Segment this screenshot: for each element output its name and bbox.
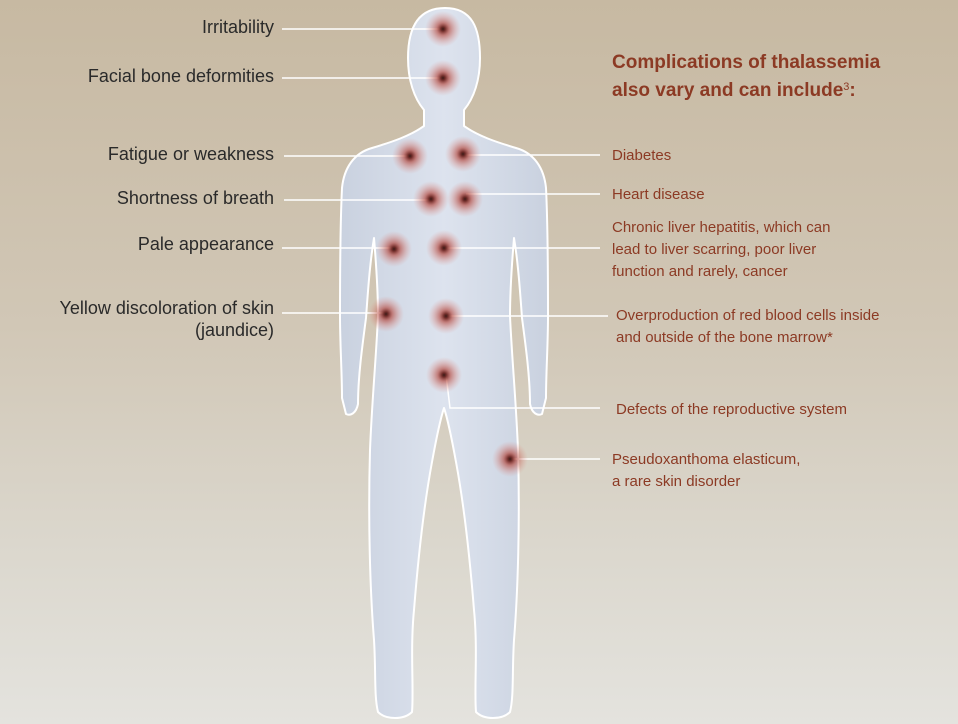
- spot-left-shoulder: [392, 138, 428, 174]
- complication-liver-line2: lead to liver scarring, poor liver: [612, 239, 816, 260]
- symptom-yellow-discoloration: Yellow discoloration of skin: [60, 297, 274, 319]
- spot-lung-left: [413, 181, 449, 217]
- complications-title-line2-text: also vary and can include: [612, 80, 843, 101]
- complications-title-line2: also vary and can include3:: [612, 75, 880, 103]
- symptom-irritability: Irritability: [202, 16, 274, 38]
- spot-arm-pale: [376, 231, 412, 267]
- spot-right-chest: [445, 136, 481, 172]
- complication-diabetes: Diabetes: [612, 145, 671, 166]
- spot-liver: [426, 230, 462, 266]
- title-colon: :: [849, 80, 855, 101]
- complication-pseudoxanthoma-line1: Pseudoxanthoma elasticum,: [612, 449, 800, 470]
- complication-marrow-line2: and outside of the bone marrow*: [616, 327, 833, 348]
- complication-liver-line1: Chronic liver hepatitis, which can: [612, 217, 830, 238]
- spot-face: [425, 60, 461, 96]
- spot-head: [425, 11, 461, 47]
- symptom-pale-appearance: Pale appearance: [138, 233, 274, 255]
- symptom-shortness-of-breath: Shortness of breath: [117, 187, 274, 209]
- complication-reproductive: Defects of the reproductive system: [616, 399, 847, 420]
- complication-heart-disease: Heart disease: [612, 184, 705, 205]
- complication-pseudoxanthoma-line2: a rare skin disorder: [612, 471, 740, 492]
- spot-arm-skin: [368, 296, 404, 332]
- complications-title-line1: Complications of thalassemia: [612, 50, 880, 75]
- complication-liver-line3: function and rarely, cancer: [612, 261, 788, 282]
- symptom-fatigue: Fatigue or weakness: [108, 143, 274, 165]
- spot-heart: [447, 181, 483, 217]
- complications-title: Complications of thalassemia also vary a…: [612, 50, 880, 103]
- spot-thigh: [492, 441, 528, 477]
- spot-pelvis: [426, 357, 462, 393]
- spot-abdomen: [428, 298, 464, 334]
- complication-marrow-line1: Overproduction of red blood cells inside: [616, 305, 879, 326]
- symptom-facial-bone-deformities: Facial bone deformities: [88, 65, 274, 87]
- symptom-jaundice: (jaundice): [195, 319, 274, 341]
